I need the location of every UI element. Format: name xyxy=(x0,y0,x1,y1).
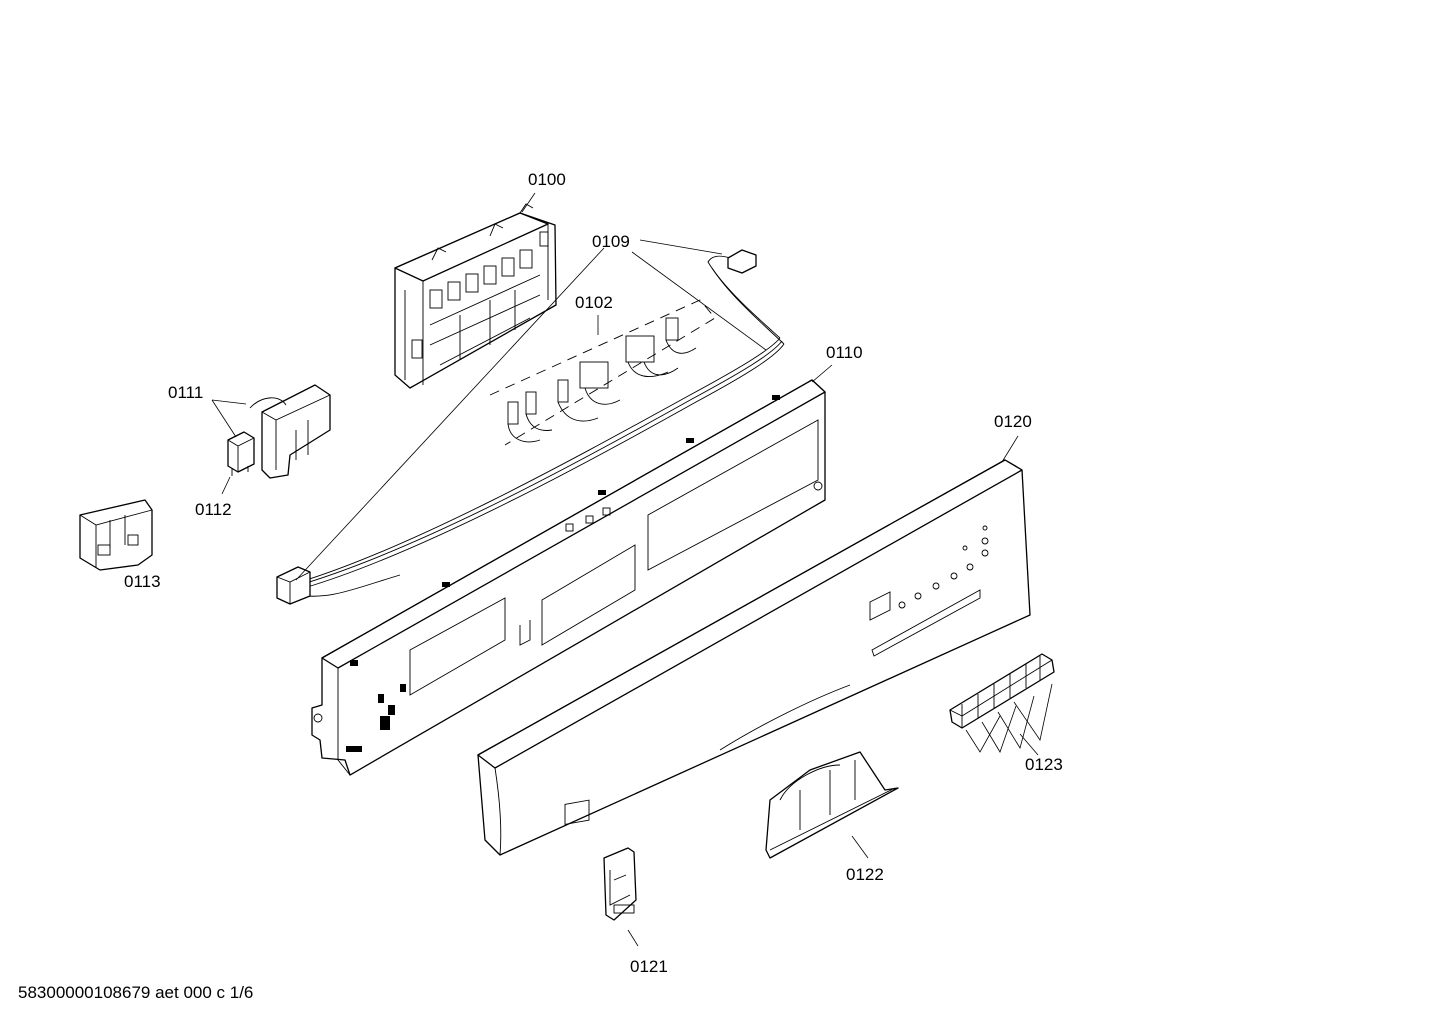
part-label-0122: 0122 xyxy=(846,865,884,884)
part-0123-buttons xyxy=(949,653,1055,729)
part-0111-switch xyxy=(249,384,331,479)
part-label-0113: 0113 xyxy=(124,572,161,591)
part-label-0120: 0120 xyxy=(994,412,1032,431)
part-label-0112: 0112 xyxy=(195,500,232,519)
part-label-0121: 0121 xyxy=(630,957,668,976)
leader-lines xyxy=(211,192,1053,947)
part-label-0123: 0123 xyxy=(1025,755,1063,774)
part-label-0110: 0110 xyxy=(826,343,863,362)
part-label-0111: 0111 xyxy=(168,383,204,402)
part-0122-handle xyxy=(765,751,899,859)
part-0100-control-module xyxy=(394,203,557,389)
part-0112-relay xyxy=(227,431,255,476)
part-0110-panel-frame xyxy=(311,379,826,776)
part-label-0102: 0102 xyxy=(575,293,613,312)
part-0120-front-panel xyxy=(477,459,1031,856)
part-0113-component xyxy=(79,499,153,571)
document-id-footer: 58300000108679 aet 000 c 1/6 xyxy=(18,983,254,1002)
part-0109-wire-harness xyxy=(276,249,785,605)
part-label-0100: 0100 xyxy=(528,170,566,189)
part-0102-connectors xyxy=(489,299,716,446)
part-0121-latch xyxy=(603,847,637,921)
part-label-0109: 0109 xyxy=(592,232,630,251)
